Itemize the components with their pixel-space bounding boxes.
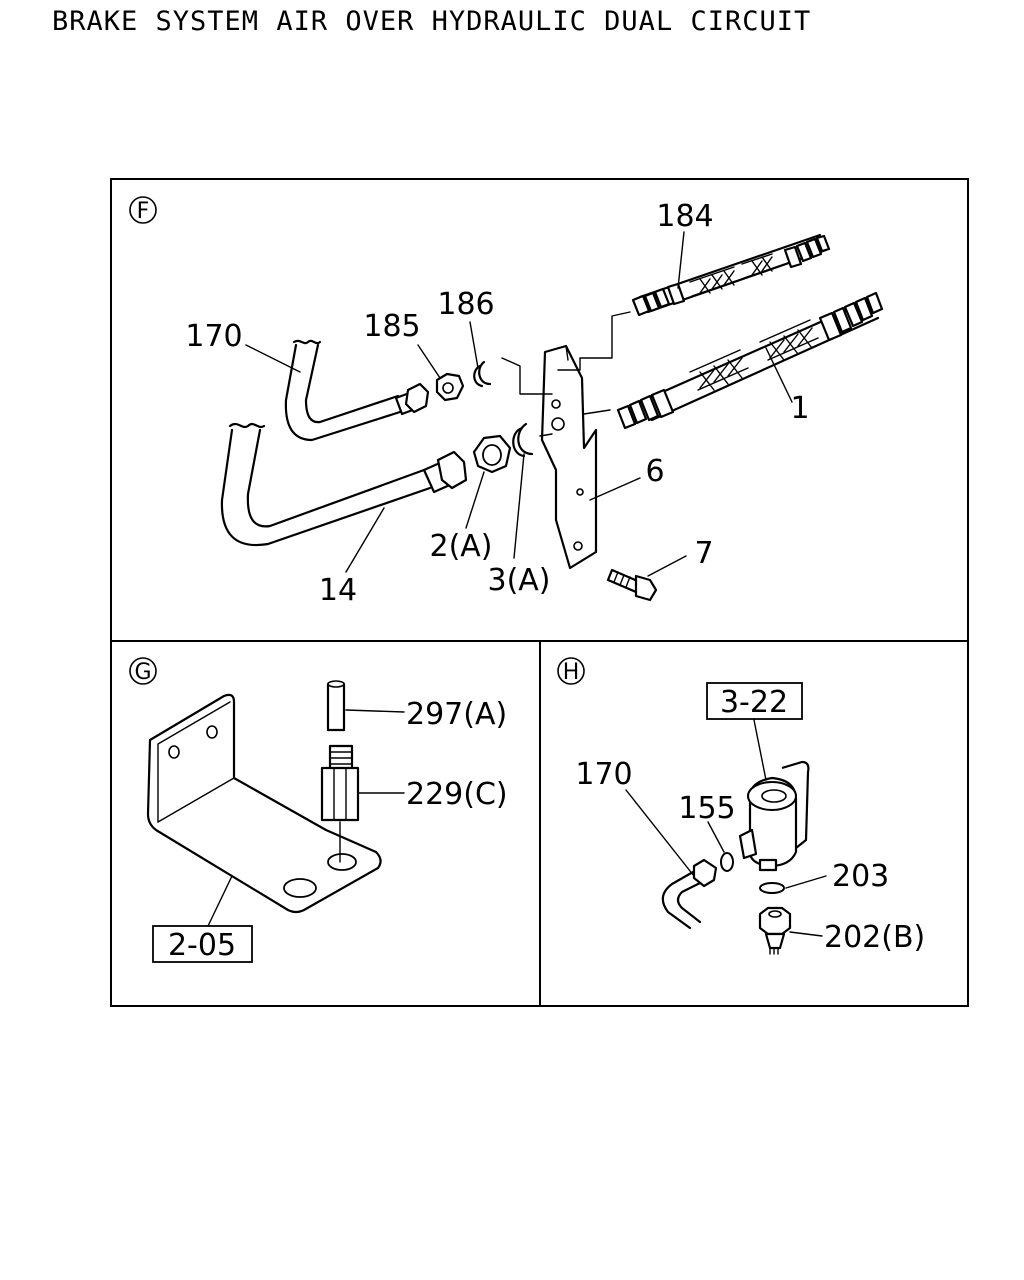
label-ref-3-22[interactable]: 3-22 [720,685,788,720]
label-170-h: 170 [575,757,632,792]
hose-184 [631,233,831,317]
label-229c: 229(C) [406,777,508,812]
nut-2a [472,434,512,474]
washer-186 [473,360,492,388]
bolt-7 [606,568,658,602]
panel-f: F [129,196,884,608]
label-202b: 202(B) [824,920,925,955]
fitting-229c [320,744,360,863]
label-7: 7 [694,536,713,571]
label-2a: 2(A) [429,529,492,564]
label-ref-2-05[interactable]: 2-05 [168,928,236,963]
panel-h-leaders [625,719,827,937]
nut-185 [435,372,465,402]
panel-g-marker-circle [129,657,157,685]
hose-1 [616,291,884,430]
washer-3a [512,422,534,458]
label-203: 203 [832,859,889,894]
bracket-6 [540,344,598,570]
panel-h: H 3-22 [557,657,925,955]
panel-g: G 297(A) [129,657,508,963]
panel-g-leaders [207,709,405,927]
bracket-2-05 [146,693,382,914]
label-297a: 297(A) [406,697,507,732]
pin-297a [326,680,346,732]
label-3a: 3(A) [487,563,550,598]
label-184: 184 [656,199,713,234]
plug-202b [758,906,792,955]
label-155: 155 [678,791,735,826]
pipe-14 [220,422,468,547]
valve-body [738,760,810,872]
panel-f-marker: F [137,199,150,224]
o-ring-155 [720,852,734,872]
panel-f-marker-circle [129,196,157,224]
pipe-170-h [661,858,718,930]
o-ring-203 [759,882,785,894]
panel-f-leaders [245,231,793,577]
label-6: 6 [645,454,664,489]
panel-g-marker: G [134,660,151,685]
label-1: 1 [790,391,809,426]
ref-box-3-22 [706,682,803,720]
label-185: 185 [363,309,420,344]
label-170: 170 [185,319,242,354]
label-14: 14 [319,573,357,608]
ref-box-2-05 [152,925,253,963]
panel-h-marker: H [563,660,580,685]
page-title: BRAKE SYSTEM AIR OVER HYDRAULIC DUAL CIR… [52,6,812,37]
panel-h-marker-circle [557,657,585,685]
label-186: 186 [437,287,494,322]
pipe-170 [284,339,430,442]
